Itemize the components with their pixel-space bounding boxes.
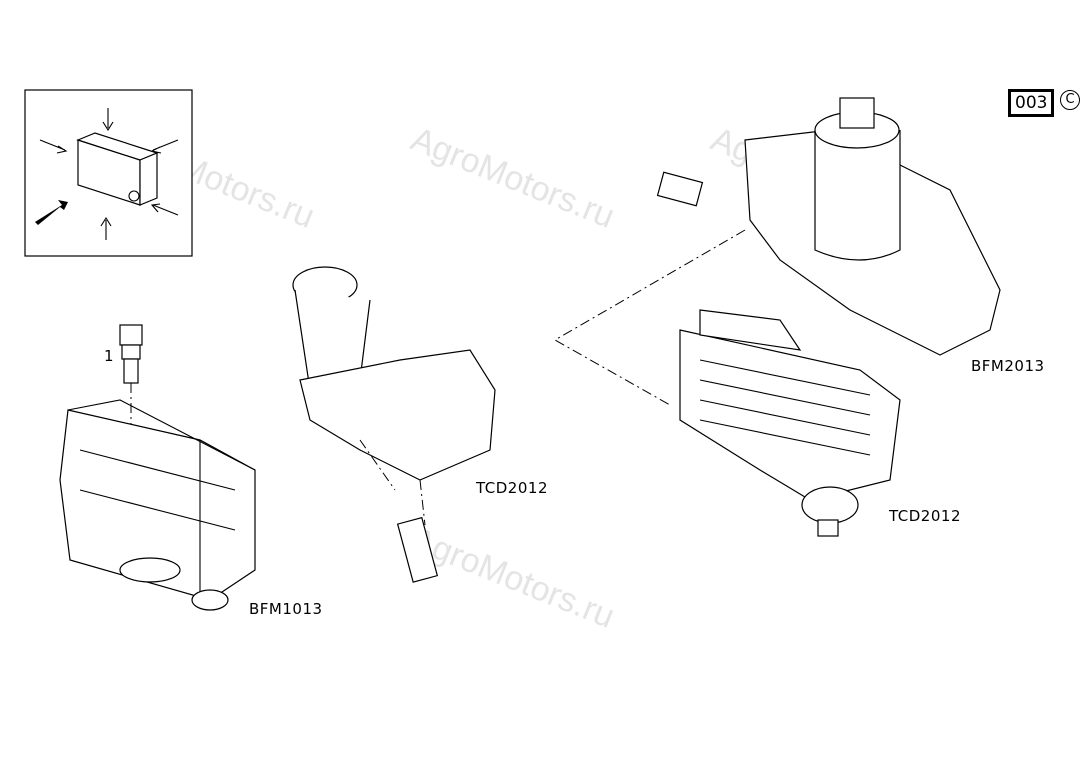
bfm1013-housing xyxy=(59,399,256,611)
copyright-icon: C xyxy=(1060,90,1080,110)
bfm2013-housing xyxy=(553,97,1001,406)
page-number: 003 xyxy=(1008,89,1055,117)
tcd2012-left-housing xyxy=(292,266,496,583)
callout-number: 1 xyxy=(104,347,115,365)
label-tcd2012-right: TCD2012 xyxy=(889,507,961,525)
label-bfm1013: BFM1013 xyxy=(249,600,323,618)
label-bfm2013: BFM2013 xyxy=(971,357,1045,375)
pressure-sensor xyxy=(119,324,143,560)
label-tcd2012-left: TCD2012 xyxy=(476,479,548,497)
orientation-inset xyxy=(24,89,193,257)
tcd2012-oil-cooler xyxy=(679,309,901,537)
